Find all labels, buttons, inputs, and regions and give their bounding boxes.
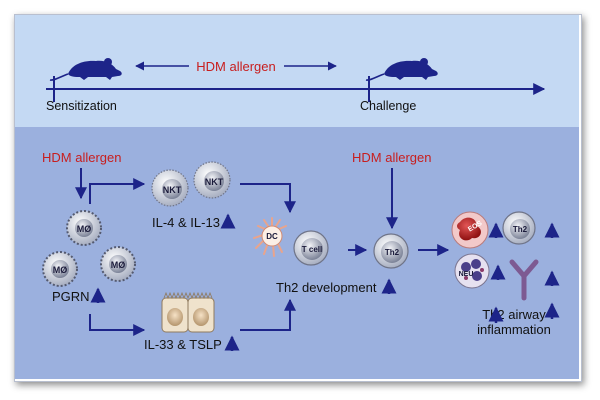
macrophage-to-nkt-arrow [89,178,146,204]
mouse-icon [49,58,122,81]
dendritic-cell: DC [253,217,287,257]
macrophage-label: MØ [53,265,68,275]
macrophage-cell: MØ [66,210,102,246]
sensitization-label: Sensitization [46,99,117,113]
macrophage-label: MØ [111,260,126,270]
eosinophil-cell: EOS [451,211,489,249]
pgrn-label: PGRN [52,289,90,304]
neutrophil-cell: NEU [454,253,490,289]
macrophage-label: MØ [77,224,92,234]
macrophage-cell: MØ [42,251,78,287]
epithelial-cells [161,291,215,333]
dc-label: DC [266,232,278,241]
timeline-allergen-label: HDM allergen [196,59,275,74]
nkt-cell: NKT [151,169,189,207]
allergen-left-label: HDM allergen [42,150,121,165]
macrophage-cell: MØ [100,246,136,282]
th2-development-label: Th2 development [276,280,377,295]
allergen-right-label: HDM allergen [352,150,431,165]
th2-cell: Th2 [373,233,409,269]
nkt-label: NKT [163,185,182,195]
macrophage-to-il33-arrow [89,314,146,336]
th2-cell: Th2 [502,211,536,245]
il33-to-th2-arrow [240,298,296,331]
tcell-label: T cell [302,245,322,254]
neu-label: NEU [459,271,474,278]
il4-il13-label: IL-4 & IL-13 [152,215,220,230]
inflammation-line2: inflammation [477,322,551,337]
il33-tslp-label: IL-33 & TSLP [144,337,222,352]
inflammation-line1: Th2 airway [482,307,546,322]
mouse-icon [365,58,438,81]
th2-label: Th2 [385,248,400,257]
nkt-label: NKT [205,177,224,187]
t-cell: T cell [293,230,329,266]
antibody-icon [509,259,539,301]
nkt-to-tcell-arrow [240,183,296,214]
allergen-pathway-diagram: HDM allergen Sensitization Challenge HDM… [15,15,579,379]
challenge-label: Challenge [360,99,416,113]
nkt-cell: NKT [193,161,231,199]
th2-label: Th2 [513,225,528,234]
